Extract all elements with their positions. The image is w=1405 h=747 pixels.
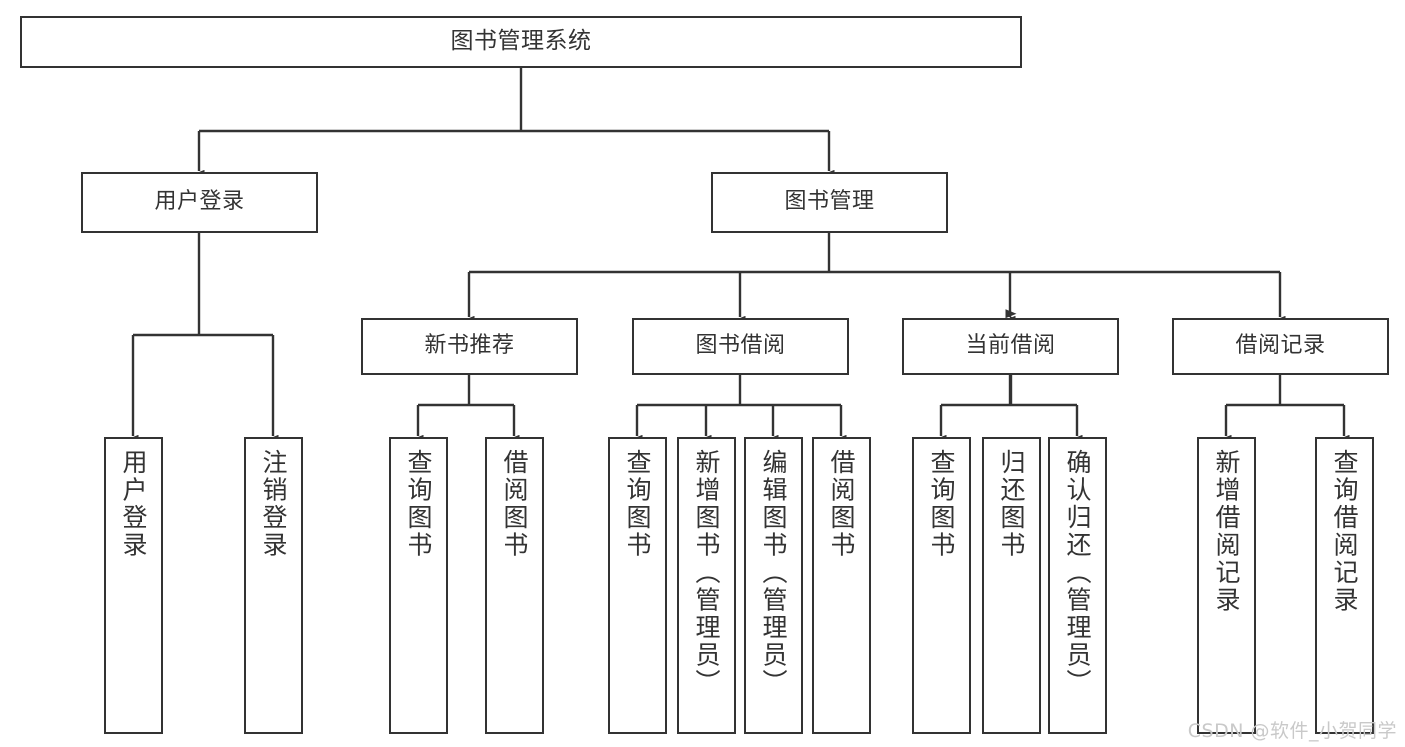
node-label: 查询图书 [927, 449, 956, 559]
node-label: 确认归还（管理员） [1063, 449, 1092, 697]
node-borrow-record[interactable]: 借阅记录 [1172, 318, 1389, 375]
node-leaf-query-borrow-record[interactable]: 查询借阅记录 [1315, 437, 1374, 734]
csdn-watermark: CSDN @软件_小贺同学 [1187, 720, 1397, 742]
node-label: 归还图书 [997, 449, 1026, 559]
node-book-management[interactable]: 图书管理 [711, 172, 948, 233]
node-new-book-recommend[interactable]: 新书推荐 [361, 318, 578, 375]
node-label: 新书推荐 [424, 333, 515, 359]
node-user-login[interactable]: 用户登录 [81, 172, 318, 233]
node-label: 图书借阅 [695, 333, 786, 359]
node-leaf-edit-book-admin[interactable]: 编辑图书（管理员） [744, 437, 803, 734]
node-label: 查询图书 [404, 449, 433, 559]
node-root-system[interactable]: 图书管理系统 [20, 16, 1022, 68]
node-label: 当前借阅 [965, 333, 1056, 359]
node-leaf-return-book[interactable]: 归还图书 [982, 437, 1041, 734]
node-label: 查询图书 [623, 449, 652, 559]
node-leaf-add-borrow-record[interactable]: 新增借阅记录 [1197, 437, 1256, 734]
node-label: 借阅图书 [827, 449, 856, 559]
node-leaf-query-book-2[interactable]: 查询图书 [608, 437, 667, 734]
node-leaf-borrow-book-2[interactable]: 借阅图书 [812, 437, 871, 734]
node-label: 用户登录 [119, 449, 148, 559]
node-leaf-logout[interactable]: 注销登录 [244, 437, 303, 734]
node-label: 借阅记录 [1235, 333, 1326, 359]
node-label: 借阅图书 [500, 449, 529, 559]
node-label: 图书管理系统 [450, 28, 592, 55]
node-leaf-query-book-1[interactable]: 查询图书 [389, 437, 448, 734]
node-label: 用户登录 [154, 189, 245, 215]
node-current-borrow[interactable]: 当前借阅 [902, 318, 1119, 375]
node-leaf-confirm-return-admin[interactable]: 确认归还（管理员） [1048, 437, 1107, 734]
node-leaf-add-book-admin[interactable]: 新增图书（管理员） [677, 437, 736, 734]
node-leaf-query-book-3[interactable]: 查询图书 [912, 437, 971, 734]
node-leaf-borrow-book-1[interactable]: 借阅图书 [485, 437, 544, 734]
node-label: 查询借阅记录 [1330, 449, 1359, 614]
node-label: 图书管理 [784, 189, 875, 215]
node-book-borrow[interactable]: 图书借阅 [632, 318, 849, 375]
node-leaf-user-login[interactable]: 用户登录 [104, 437, 163, 734]
node-label: 注销登录 [259, 449, 288, 559]
node-label: 新增借阅记录 [1212, 449, 1241, 614]
node-label: 新增图书（管理员） [692, 449, 721, 697]
node-label: 编辑图书（管理员） [759, 449, 788, 697]
